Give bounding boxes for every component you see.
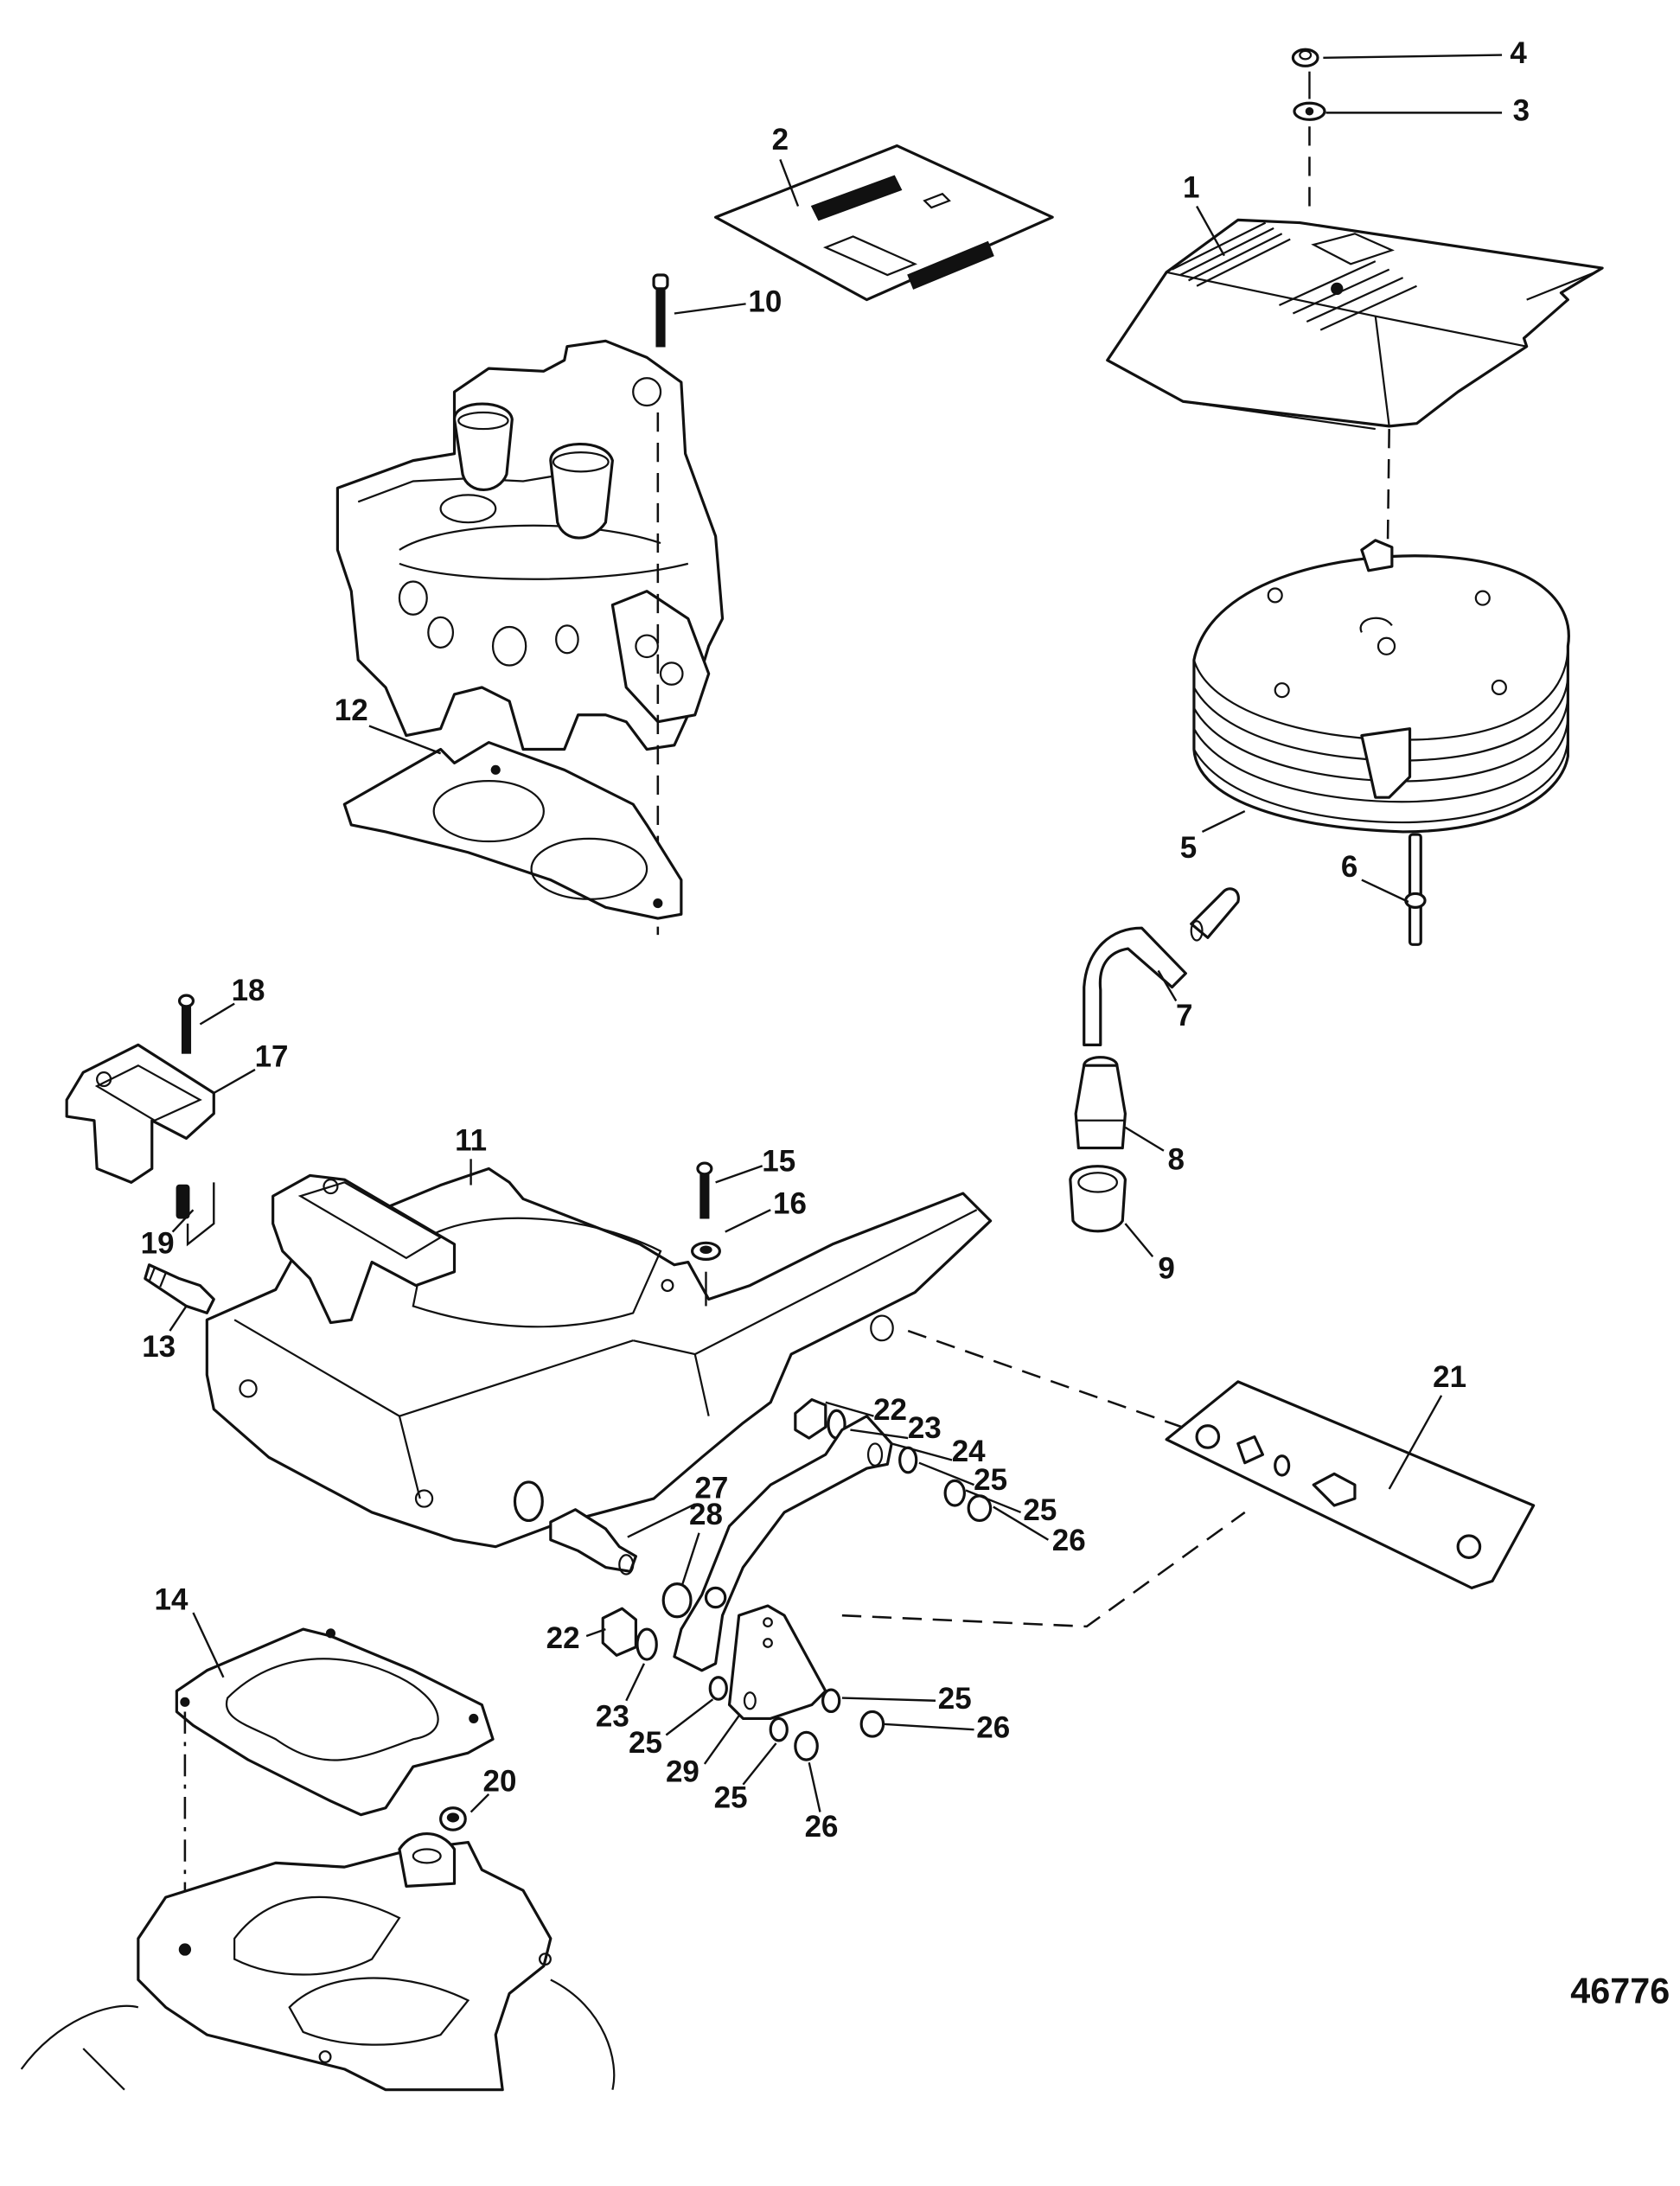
callout-5: 5 — [1180, 831, 1197, 865]
callout-25-a: 25 — [974, 1463, 1007, 1497]
callout-22-upper: 22 — [873, 1393, 907, 1427]
callout-labels: 4 3 1 2 10 12 5 6 7 8 9 18 17 11 15 16 1… — [141, 36, 1670, 2010]
part-1-flame-arrestor-cover[interactable] — [1106, 218, 1604, 431]
callout-23-lower: 23 — [596, 1700, 629, 1734]
part-29-bracket[interactable] — [727, 1604, 827, 1721]
callout-12: 12 — [335, 694, 368, 727]
part-25-washer-c[interactable] — [708, 1676, 728, 1701]
assembly-line — [841, 1511, 1246, 1628]
part-26-nut-b[interactable] — [859, 1710, 885, 1738]
callout-18: 18 — [232, 974, 265, 1007]
callout-2: 2 — [772, 123, 789, 157]
figure-number: 46776 — [1570, 1971, 1670, 2010]
callout-26-b: 26 — [976, 1710, 1010, 1744]
callout-15: 15 — [762, 1144, 795, 1178]
part-17-map-sensor[interactable] — [65, 1043, 215, 1184]
callout-25-b: 25 — [1023, 1493, 1057, 1527]
part-16-washer[interactable] — [690, 1241, 721, 1261]
part-6-stud[interactable] — [1404, 833, 1427, 946]
part-8-fitting[interactable] — [1074, 1056, 1127, 1150]
part-24-throttle-lever[interactable] — [673, 1415, 893, 1672]
callout-1: 1 — [1183, 171, 1199, 205]
callout-24: 24 — [952, 1435, 986, 1468]
part-3-washer[interactable] — [1293, 101, 1326, 121]
callout-16: 16 — [773, 1187, 807, 1221]
part-19-spacer[interactable] — [176, 1182, 215, 1247]
callout-14: 14 — [155, 1583, 188, 1617]
part-10-screw[interactable] — [652, 273, 669, 348]
part-25-washer-e[interactable] — [769, 1716, 789, 1742]
part-2-decal[interactable] — [714, 144, 1054, 302]
part-15-screw[interactable] — [696, 1161, 713, 1219]
part-26-nut-c[interactable] — [794, 1730, 819, 1761]
callout-27: 27 — [694, 1472, 728, 1505]
part-23-stud-lower[interactable] — [636, 1627, 658, 1661]
part-28-washer[interactable] — [661, 1582, 693, 1619]
callout-10: 10 — [748, 285, 782, 319]
part-9-cap[interactable] — [1069, 1165, 1127, 1233]
intake-manifold — [20, 1831, 616, 2092]
part-18-screw[interactable] — [177, 994, 195, 1054]
callout-26-a: 26 — [1052, 1524, 1086, 1557]
part-11-throttle-body-adapter[interactable] — [205, 1167, 993, 1549]
callout-29: 29 — [666, 1755, 699, 1788]
callout-25-c: 25 — [938, 1682, 972, 1716]
assembly-line — [907, 1329, 1191, 1431]
part-14-gasket[interactable] — [175, 1627, 495, 1817]
callout-4: 4 — [1510, 36, 1527, 70]
part-21-bracket-kit[interactable] — [1165, 1380, 1536, 1589]
callout-9: 9 — [1158, 1251, 1174, 1285]
callout-17: 17 — [255, 1039, 289, 1073]
part-22-nut-lower[interactable] — [601, 1607, 637, 1657]
part-12-gasket[interactable] — [342, 740, 683, 920]
callout-22-lower: 22 — [546, 1621, 580, 1655]
callout-20: 20 — [483, 1764, 517, 1798]
part-22-nut-upper[interactable] — [794, 1397, 827, 1440]
callout-28: 28 — [689, 1498, 723, 1531]
callout-3: 3 — [1513, 94, 1530, 128]
callout-13: 13 — [142, 1330, 176, 1364]
assembly-line — [1385, 429, 1390, 647]
callout-6: 6 — [1341, 850, 1357, 884]
leader-lines — [169, 54, 1503, 1813]
callout-8: 8 — [1168, 1143, 1185, 1177]
part-13-fitting[interactable] — [144, 1263, 215, 1314]
callout-7: 7 — [1176, 999, 1192, 1032]
part-25-washer-a[interactable] — [898, 1446, 918, 1474]
callout-23-upper: 23 — [908, 1411, 942, 1445]
callout-25-e: 25 — [714, 1780, 748, 1814]
callout-26-c: 26 — [805, 1810, 839, 1844]
part-25-washer-d[interactable] — [821, 1688, 841, 1714]
callout-25-d: 25 — [629, 1726, 662, 1760]
part-7-hose[interactable] — [1083, 887, 1240, 1046]
part-25-washer-b[interactable] — [943, 1479, 966, 1507]
callout-19: 19 — [141, 1227, 175, 1261]
throttle-body-assembly[interactable] — [335, 339, 725, 751]
callout-11: 11 — [455, 1123, 487, 1157]
part-4-nut[interactable] — [1291, 48, 1319, 67]
callout-21: 21 — [1433, 1360, 1466, 1394]
part-5-flame-arrestor[interactable] — [1192, 539, 1570, 834]
part-27-fitting[interactable] — [549, 1508, 637, 1576]
part-20-nut[interactable] — [439, 1806, 467, 1831]
